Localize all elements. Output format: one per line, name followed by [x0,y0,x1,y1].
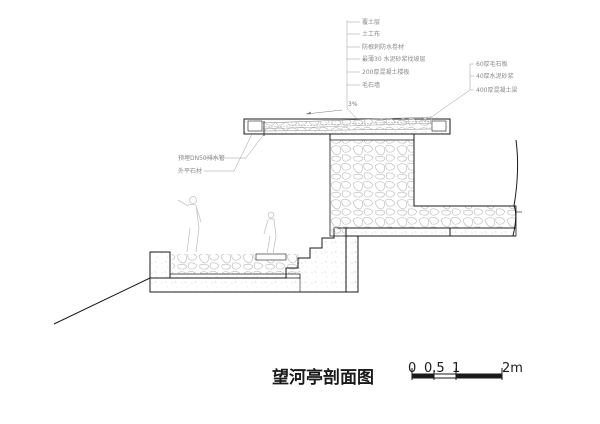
layer-label: 200厚混凝土楼板 [362,68,409,76]
ground-line [53,277,151,325]
leader-lines [204,20,474,172]
person-figure-icon [263,211,277,255]
terrace-slab [345,227,451,293]
slope-arrow [305,109,343,115]
pipe-note: 预埋DN50排水管 [178,154,225,162]
stair [149,227,359,293]
layer-label: 400厚混凝土梁 [476,86,517,94]
layer-label: 土工布 [362,30,380,38]
drawing-title: 望河亭剖面图 [272,367,374,388]
scale-tick-label: 1 [452,361,460,376]
scale-tick-label: 0 [408,361,416,376]
layer-label: 覆土层 [362,18,380,26]
layer-label: 防根刺防水卷材 [362,43,404,51]
rubble-wall [329,139,517,237]
layer-label: 最薄30 水泥砂浆找坡层 [362,55,426,63]
layer-label: 40厚水泥砂浆 [476,72,514,80]
layer-label: 60厚毛石板 [476,60,508,68]
scale-bar: 0 0.5 1 2m [408,361,523,380]
pipe-note: 外平石材 [178,167,202,175]
slope-label: 3% [348,101,358,108]
pavilion-roof [243,116,451,140]
layer-label: 毛石墙 [362,81,380,89]
scale-tick-label: 0.5 [424,361,445,376]
scale-tick-label: 2m [502,361,523,376]
person-figure-icon [177,196,202,253]
lower-platform [149,251,301,279]
